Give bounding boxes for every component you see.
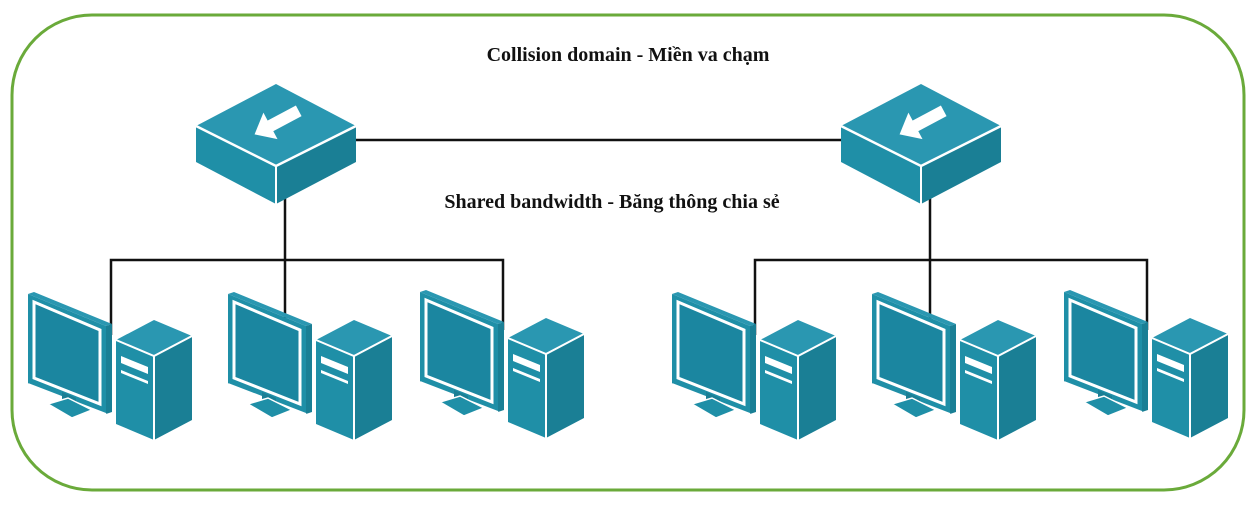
collision-domain-boundary bbox=[10, 13, 1246, 492]
collision-domain-title: Collision domain - Miền va chạm bbox=[486, 44, 770, 66]
switch-left-icon bbox=[194, 82, 358, 206]
network-links bbox=[109, 138, 1149, 335]
link-left-bus bbox=[109, 258, 505, 335]
shared-bandwidth-label: Shared bandwidth - Băng thông chia sẻ bbox=[444, 191, 780, 213]
computer-2-icon bbox=[226, 292, 394, 442]
switch-right-icon bbox=[839, 82, 1003, 206]
computer-5-icon bbox=[870, 292, 1038, 442]
link-right-bus bbox=[753, 258, 1149, 335]
